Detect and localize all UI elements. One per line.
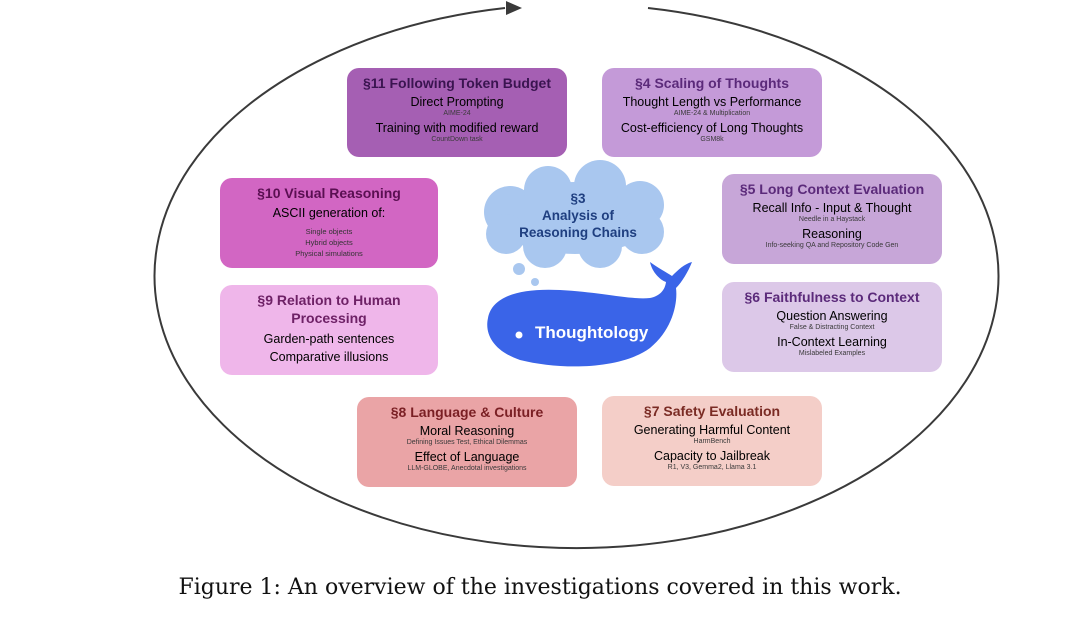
box-title: §8 Language & Culture [390, 404, 544, 420]
box-title: §4 Scaling of Thoughts [634, 75, 789, 91]
item-ref: Needle in a Haystack [798, 216, 866, 223]
item-name: Question Answering [776, 309, 888, 323]
item-ref: HarmBench [693, 438, 731, 445]
box-title: §9 Relation to Human Processing [257, 292, 401, 326]
figure-caption: Figure 1: An overview of the investigati… [178, 575, 902, 600]
item-ref: AIME-24 [443, 110, 471, 117]
item-ref: CountDown task [431, 136, 483, 143]
item-ref: False & Distracting Context [789, 324, 875, 331]
item-line: Hybrid objects [305, 238, 353, 247]
box-subtitle: ASCII generation of: [272, 206, 386, 220]
whale-eye-icon [515, 331, 523, 339]
item-name: Thought Length vs Performance [622, 95, 802, 109]
item-line: Physical simulations [295, 249, 363, 258]
item-line: Comparative illusions [269, 350, 389, 364]
box-title: §5 Long Context Evaluation [739, 181, 925, 197]
cloud-label: §3 Analysis of Reasoning Chains [498, 190, 658, 241]
section-9-box: §9 Relation to Human Processing Garden-p… [220, 285, 438, 375]
item-line: Single objects [305, 227, 353, 236]
item-ref: R1, V3, Gemma2, Llama 3.1 [667, 464, 757, 471]
item-name: Capacity to Jailbreak [653, 449, 771, 463]
item-ref: Info-seeking QA and Repository Code Gen [765, 242, 899, 249]
item-ref: LLM-GLOBE, Anecdotal investigations [407, 465, 527, 472]
cloud-line: Analysis of [541, 208, 615, 223]
item-ref: Defining Issues Test, Ethical Dilemmas [406, 439, 528, 446]
box-title: §10 Visual Reasoning [257, 185, 401, 201]
box-title: §6 Faithfulness to Context [744, 289, 920, 305]
section-8-box: §8 Language & Culture Moral Reasoning De… [357, 397, 577, 487]
item-name: Moral Reasoning [419, 424, 515, 438]
section-5-box: §5 Long Context Evaluation Recall Info -… [722, 174, 942, 264]
item-name: Effect of Language [414, 450, 520, 464]
thought-cloud-icon [484, 160, 664, 286]
section-11-box: §11 Following Token Budget Direct Prompt… [347, 68, 567, 157]
item-name: Cost-efficiency of Long Thoughts [620, 121, 804, 135]
whale-icon [487, 262, 692, 367]
section-10-box: §10 Visual Reasoning ASCII generation of… [220, 178, 438, 268]
item-name: In-Context Learning [777, 335, 887, 349]
section-7-box: §7 Safety Evaluation Generating Harmful … [602, 396, 822, 486]
cloud-line: Reasoning Chains [519, 225, 637, 240]
item-name: Direct Prompting [410, 95, 504, 109]
item-name: Reasoning [802, 227, 862, 241]
item-name: Training with modified reward [375, 121, 539, 135]
cycle-arrow-icon [506, 1, 522, 15]
cycle-ellipse [153, 7, 1000, 550]
item-name: Recall Info - Input & Thought [752, 201, 912, 215]
item-ref: GSM8k [700, 136, 724, 143]
box-title: §11 Following Token Budget [363, 75, 551, 91]
section-6-box: §6 Faithfulness to Context Question Answ… [722, 282, 942, 372]
item-ref: Mislabeled Examples [798, 350, 866, 357]
cloud-line: §3 [570, 191, 586, 206]
whale-label: Thoughtology [535, 323, 649, 342]
box-title: §7 Safety Evaluation [643, 403, 781, 419]
item-name: Generating Harmful Content [633, 423, 791, 437]
item-line: Garden-path sentences [263, 332, 395, 346]
section-4-box: §4 Scaling of Thoughts Thought Length vs… [602, 68, 822, 157]
item-ref: AIME-24 & Multiplication [673, 110, 751, 117]
